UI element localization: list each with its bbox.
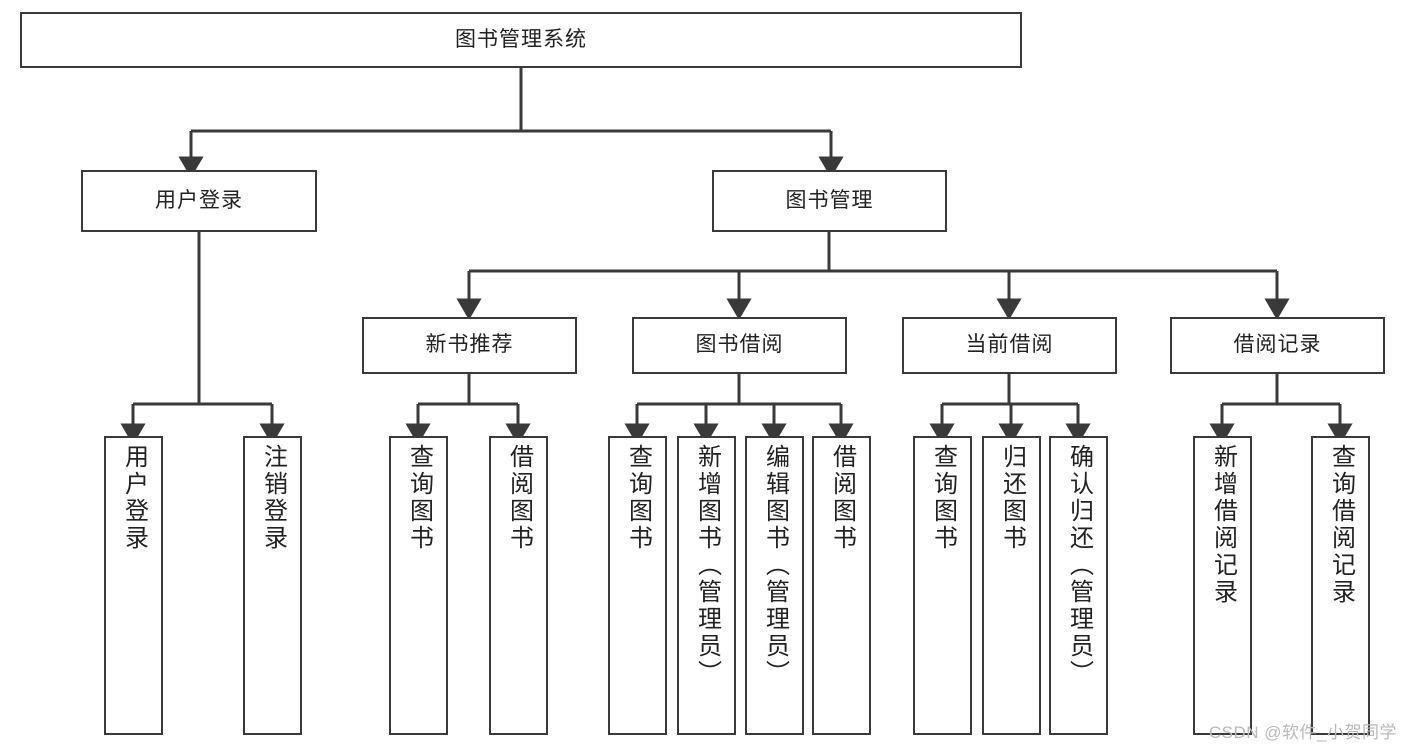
leaf-label: 新增图书（管理员）: [693, 444, 721, 687]
leaf-label: 查询借阅记录: [1327, 444, 1355, 606]
node-current-borrow-label: 当前借阅: [965, 333, 1054, 357]
leaf-label: 新增借阅记录: [1209, 444, 1237, 606]
leaf-user-login-signin[interactable]: 用户登录: [104, 436, 163, 735]
leaf-label: 借阅图书: [828, 444, 856, 552]
leaf-current-confirm-return[interactable]: 确认归还（管理员）: [1049, 436, 1108, 735]
watermark: CSDN @软件_小贺同学: [1208, 723, 1397, 742]
node-root-label: 图书管理系统: [455, 27, 587, 51]
leaf-user-login-signout[interactable]: 注销登录: [243, 436, 302, 735]
leaf-recommend-query-book[interactable]: 查询图书: [389, 436, 448, 735]
leaf-recommend-borrow-book[interactable]: 借阅图书: [489, 436, 548, 735]
leaf-record-query-record[interactable]: 查询借阅记录: [1311, 436, 1370, 735]
leaf-label: 查询图书: [624, 444, 652, 552]
leaf-label: 用户登录: [120, 444, 148, 552]
leaf-label: 查询图书: [929, 444, 957, 552]
node-new-book-recommend-label: 新书推荐: [425, 333, 514, 357]
leaf-label: 归还图书: [998, 444, 1026, 552]
leaf-label: 编辑图书（管理员）: [761, 444, 789, 687]
leaf-label: 查询图书: [405, 444, 433, 552]
leaf-borrow-edit-book[interactable]: 编辑图书（管理员）: [745, 436, 804, 735]
node-current-borrow[interactable]: 当前借阅: [902, 317, 1117, 374]
node-borrow-record[interactable]: 借阅记录: [1170, 317, 1385, 374]
node-root[interactable]: 图书管理系统: [20, 12, 1022, 68]
leaf-label: 借阅图书: [505, 444, 533, 552]
node-book-management[interactable]: 图书管理: [712, 170, 947, 232]
leaf-borrow-query-book[interactable]: 查询图书: [608, 436, 667, 735]
leaf-borrow-add-book[interactable]: 新增图书（管理员）: [677, 436, 736, 735]
leaf-record-add-record[interactable]: 新增借阅记录: [1193, 436, 1252, 735]
leaf-current-query-book[interactable]: 查询图书: [913, 436, 972, 735]
node-borrow-record-label: 借阅记录: [1233, 333, 1322, 357]
node-user-login[interactable]: 用户登录: [81, 170, 317, 232]
leaf-borrow-borrow-book[interactable]: 借阅图书: [812, 436, 871, 735]
node-book-management-label: 图书管理: [785, 188, 874, 212]
node-book-borrow[interactable]: 图书借阅: [632, 317, 847, 374]
leaf-label: 确认归还（管理员）: [1065, 444, 1093, 687]
node-user-login-label: 用户登录: [155, 188, 243, 212]
node-book-borrow-label: 图书借阅: [695, 333, 784, 357]
leaf-current-return-book[interactable]: 归还图书: [982, 436, 1041, 735]
leaf-label: 注销登录: [259, 444, 287, 552]
node-new-book-recommend[interactable]: 新书推荐: [362, 317, 577, 374]
